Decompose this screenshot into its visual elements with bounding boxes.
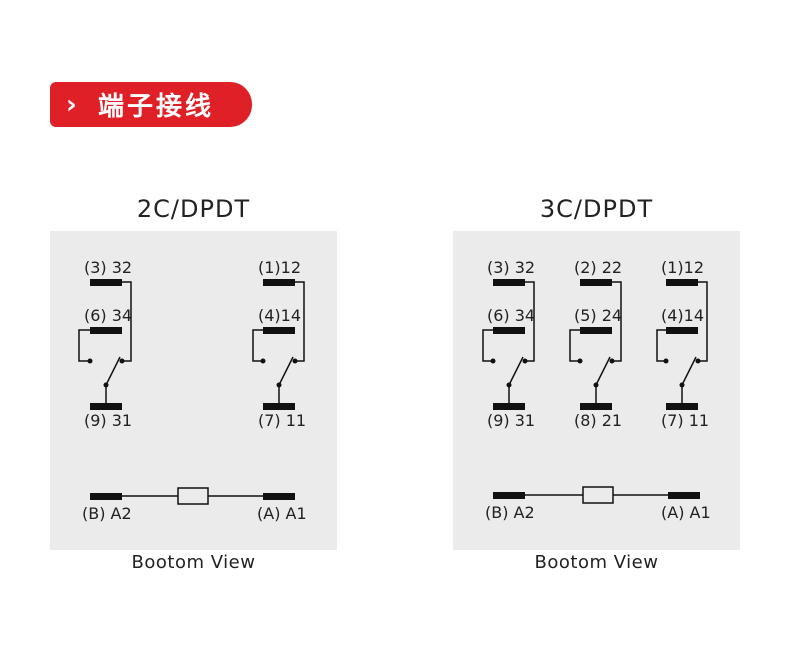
com-terminal (666, 403, 698, 410)
coil-left-label: (B) A2 (82, 504, 132, 523)
no-terminal-label: (6) 34 (84, 306, 132, 325)
no-contact-point (490, 358, 496, 364)
nc-contact-point (609, 358, 615, 364)
diagram-3c-panel: (3) 32 (6) 34 (9) 31 (2) 22 (5) 24 (453, 231, 740, 550)
no-contact-point (663, 358, 669, 364)
nc-terminal-label: (1)12 (258, 258, 301, 277)
contact-group: (3) 32 (6) 34 (9) 31 (78, 258, 132, 430)
no-terminal (580, 327, 612, 334)
no-terminal-label: (4)14 (258, 306, 301, 325)
contact-group: (1)12 (4)14 (7) 11 (252, 258, 306, 430)
switch-arm (681, 356, 697, 386)
diagram-3c-heading: 3C/DPDT (539, 195, 654, 223)
wiring-diagram-2c: (3) 32 (6) 34 (9) 31 (1)12 (4)14 (78, 258, 307, 523)
nc-terminal-label: (3) 32 (84, 258, 132, 277)
no-terminal (666, 327, 698, 334)
nc-terminal-label: (3) 32 (487, 258, 535, 277)
switch-arm (508, 356, 524, 386)
nc-contact-point (292, 358, 298, 364)
no-contact-point (260, 358, 266, 364)
no-terminal (90, 327, 122, 334)
no-terminal (263, 327, 295, 334)
coil-right-label: (A) A1 (257, 504, 307, 523)
nc-wire (122, 281, 132, 362)
com-terminal-label: (7) 11 (661, 411, 709, 430)
com-terminal-label: (9) 31 (84, 411, 132, 430)
no-terminal (493, 327, 525, 334)
nc-terminal (666, 279, 698, 286)
section-title: 端子接线 (98, 92, 215, 122)
com-terminal-label: (7) 11 (258, 411, 306, 430)
nc-terminal-label: (2) 22 (574, 258, 622, 277)
nc-wire (525, 281, 535, 362)
no-terminal-label: (5) 24 (574, 306, 622, 325)
nc-wire (295, 281, 305, 362)
nc-terminal (90, 279, 122, 286)
nc-terminal-label: (1)12 (661, 258, 704, 277)
coil-terminal-a2 (493, 492, 525, 499)
contact-group: (2) 22 (5) 24 (8) 21 (569, 258, 622, 430)
no-terminal-label: (6) 34 (487, 306, 535, 325)
chevron-right-icon: › (66, 89, 77, 120)
coil-terminal-a2 (90, 493, 122, 500)
coil: (B) A2 (A) A1 (485, 486, 711, 522)
nc-terminal (263, 279, 295, 286)
com-terminal (493, 403, 525, 410)
diagram-2c-panel: (3) 32 (6) 34 (9) 31 (1)12 (4)14 (50, 231, 337, 550)
com-terminal (90, 403, 122, 410)
section-banner: › 端子接线 (50, 82, 252, 127)
com-terminal (580, 403, 612, 410)
com-terminal (263, 403, 295, 410)
no-contact-point (87, 358, 93, 364)
nc-wire (612, 281, 622, 362)
wiring-diagram-3c: (3) 32 (6) 34 (9) 31 (2) 22 (5) 24 (482, 258, 711, 522)
coil: (B) A2 (A) A1 (82, 487, 307, 523)
nc-wire (698, 281, 708, 362)
contact-group: (1)12 (4)14 (7) 11 (656, 258, 709, 430)
no-wire (656, 329, 666, 362)
com-terminal-label: (8) 21 (574, 411, 622, 430)
nc-contact-point (522, 358, 528, 364)
no-wire (78, 329, 90, 362)
nc-contact-point (119, 358, 125, 364)
coil-terminal-a1 (263, 493, 295, 500)
nc-terminal (580, 279, 612, 286)
no-contact-point (577, 358, 583, 364)
no-terminal-label: (4)14 (661, 306, 704, 325)
switch-arm (595, 356, 611, 386)
switch-arm (105, 356, 121, 386)
diagram-2c-caption: Bootom View (131, 552, 256, 573)
com-terminal-label: (9) 31 (487, 411, 535, 430)
coil-right-label: (A) A1 (661, 503, 711, 522)
coil-left-label: (B) A2 (485, 503, 535, 522)
coil-terminal-a1 (668, 492, 700, 499)
nc-contact-point (695, 358, 701, 364)
no-wire (482, 329, 493, 362)
coil-resistor (177, 487, 209, 505)
diagram-3c-caption: Bootom View (534, 552, 659, 573)
no-wire (252, 329, 263, 362)
contact-group: (3) 32 (6) 34 (9) 31 (482, 258, 535, 430)
nc-terminal (493, 279, 525, 286)
switch-arm (278, 356, 294, 386)
coil-resistor (582, 486, 614, 504)
diagram-2c-heading: 2C/DPDT (136, 195, 251, 223)
no-wire (569, 329, 580, 362)
